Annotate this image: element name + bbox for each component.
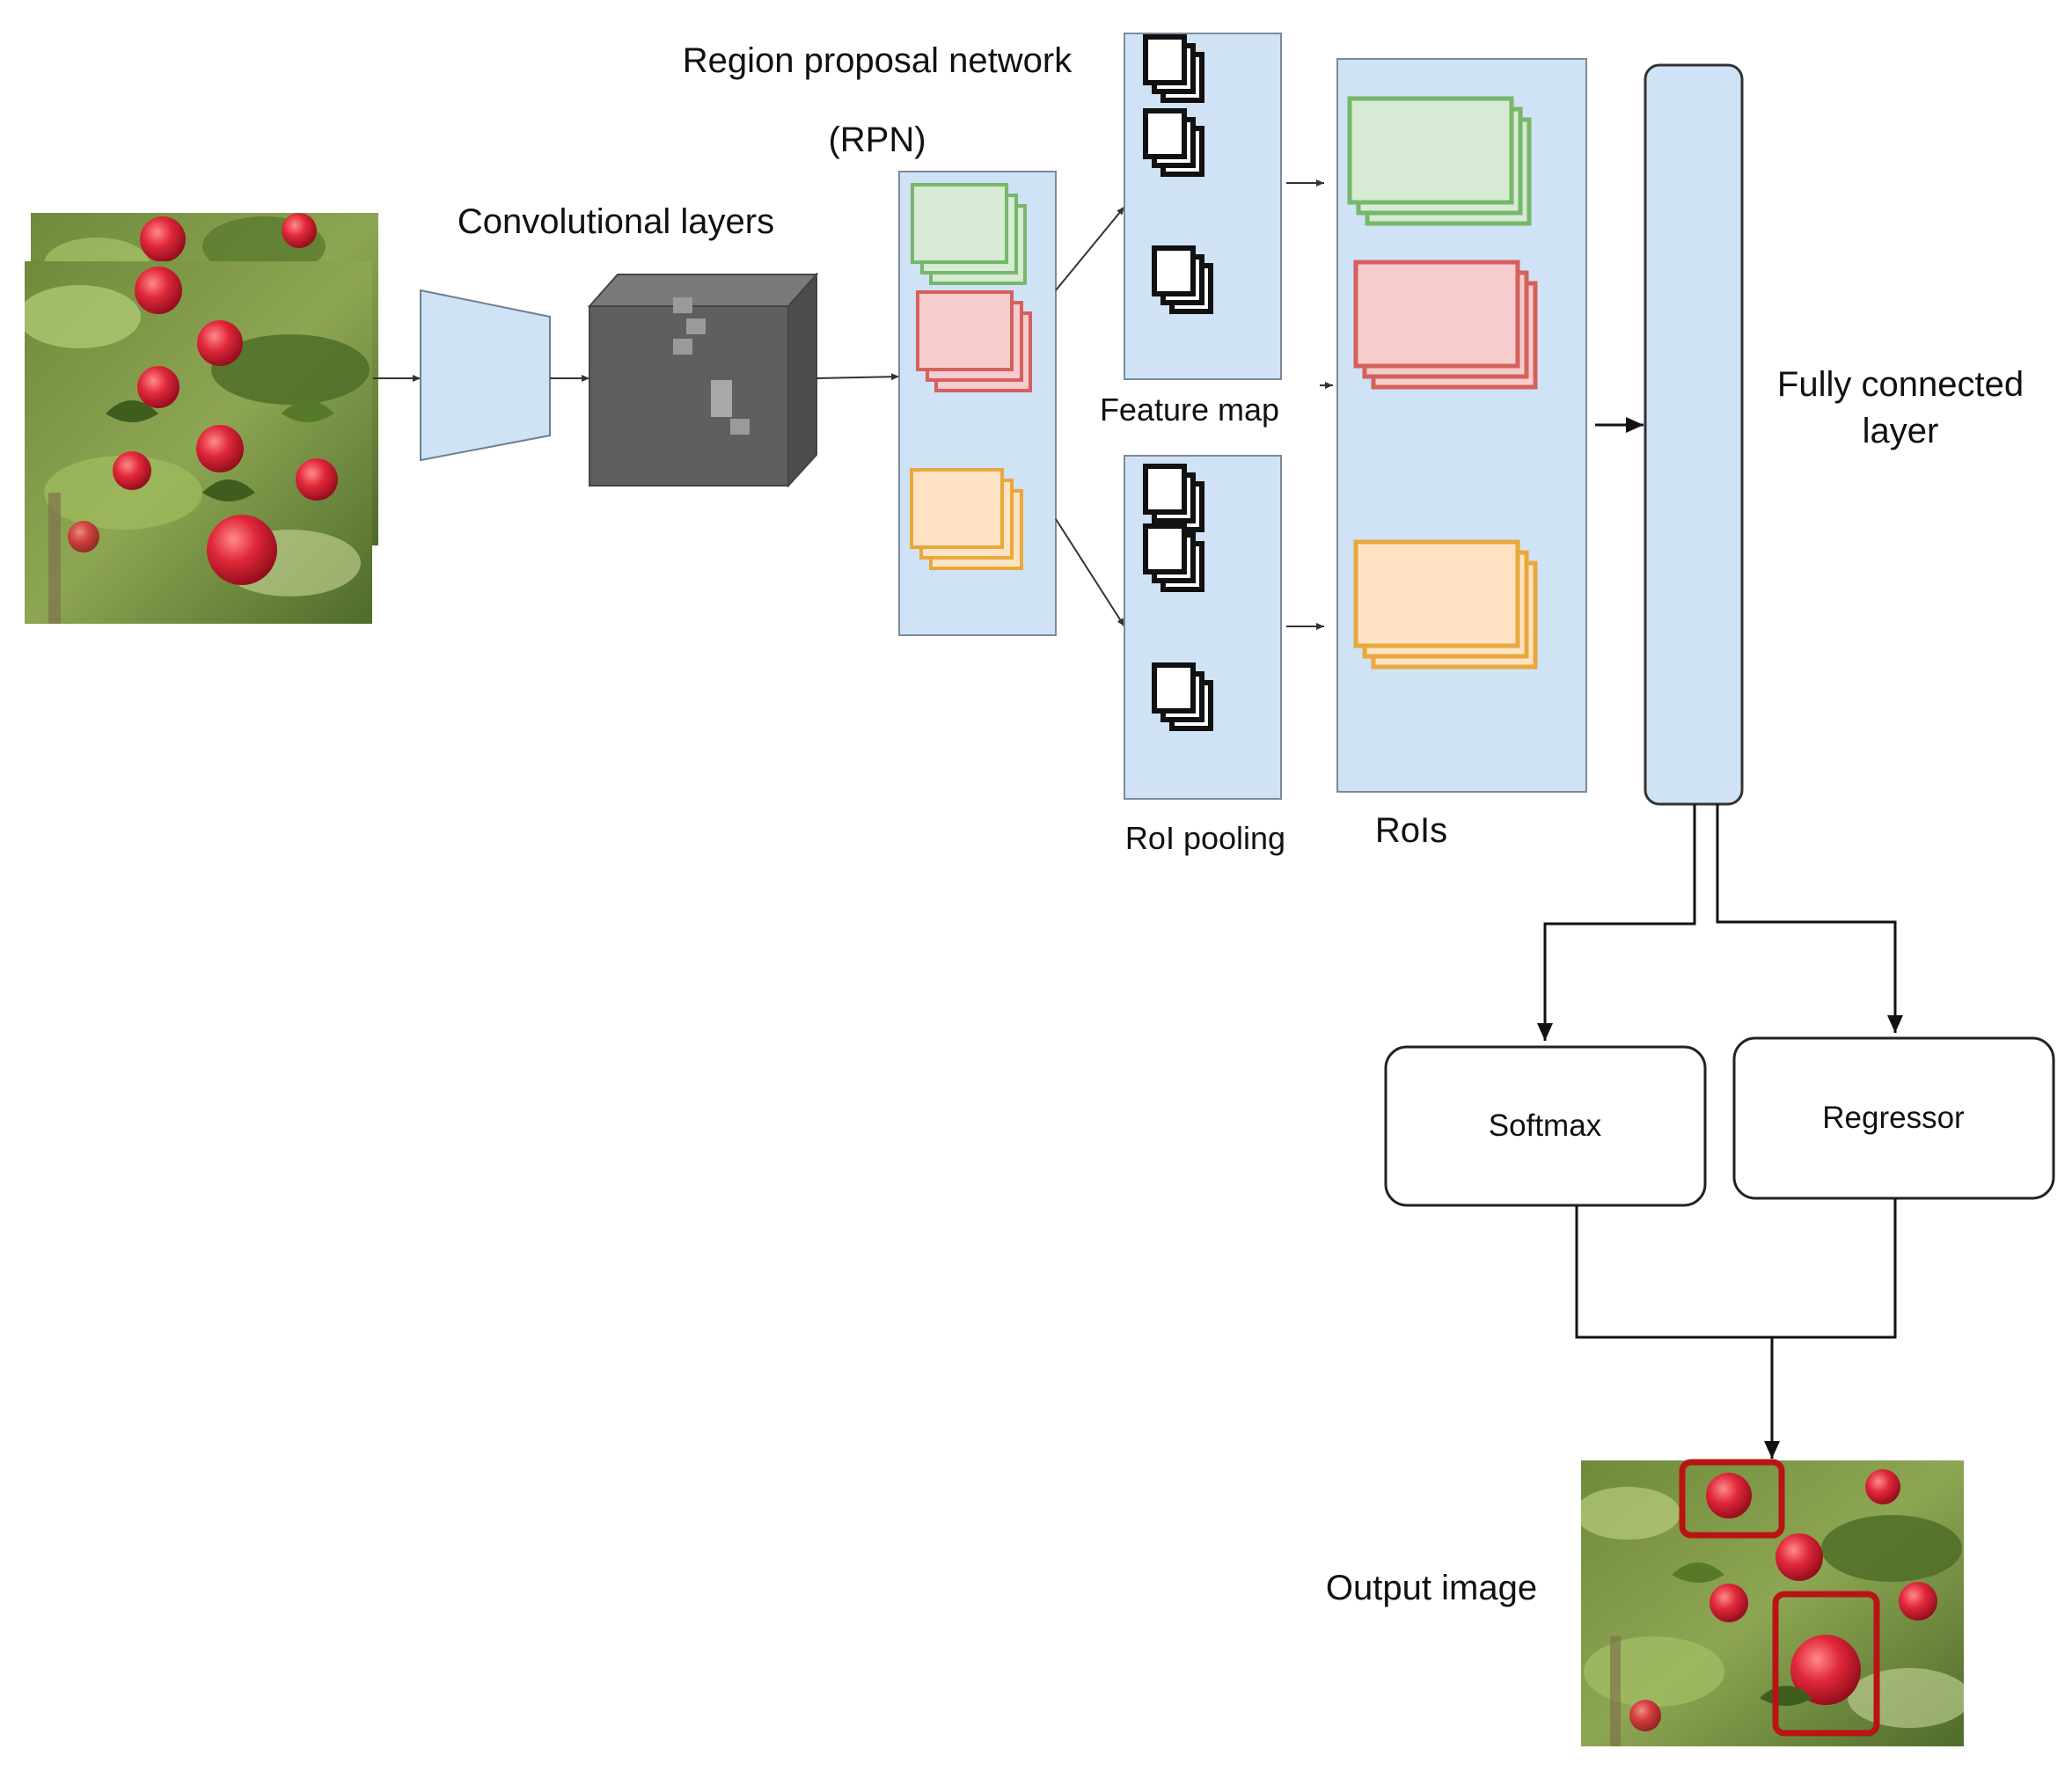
roi-pooling-stack-1 (1143, 464, 1204, 532)
feature-map-panel (1124, 33, 1282, 380)
connector-fc-to-regressor (1716, 804, 1903, 1033)
rois-panel (1336, 58, 1587, 793)
label-convolutional-layers: Convolutional layers (458, 202, 774, 241)
feature-map-stack-2 (1143, 108, 1204, 177)
detection-box-2 (1772, 1591, 1880, 1737)
feature-map-stack-1 (1143, 34, 1204, 103)
rois-orange-stack (1353, 539, 1538, 670)
regressor-label: Regressor (1822, 1101, 1965, 1135)
label-roi-pooling: RoI pooling (1125, 820, 1285, 856)
trapezoid-encoder-icon (420, 289, 551, 462)
output-image (1581, 1459, 1964, 1746)
connector-fc-to-softmax (1537, 804, 1696, 1041)
rpn-panel (898, 171, 1057, 636)
fully-connected-layer-bar (1644, 63, 1744, 806)
rpn-orange-proposal-stack (910, 468, 1023, 570)
connector-softmax-to-merge (1575, 1205, 1772, 1339)
arrow-rpn-to-roi-pooling (1055, 518, 1125, 627)
roi-pooling-panel (1124, 455, 1282, 800)
input-image (25, 213, 378, 624)
rois-green-stack (1347, 96, 1532, 226)
label-rois: RoIs (1375, 811, 1447, 850)
3d-feature-block-icon (587, 272, 819, 488)
connector-regressor-to-merge (1772, 1198, 1897, 1339)
roi-pooling-stack-2 (1143, 523, 1204, 592)
input-image-front (25, 261, 372, 624)
rpn-red-proposal-stack (916, 290, 1032, 392)
arrow-rpn-to-feature-map (1055, 206, 1125, 291)
roi-pooling-stack-3 (1152, 662, 1213, 731)
label-rpn: (RPN) (828, 121, 926, 159)
label-fully-connected-layer: layer (1863, 412, 1939, 450)
arrow-conv-to-rpn (816, 373, 900, 381)
label-output-image: Output image (1326, 1569, 1537, 1607)
softmax-label: Softmax (1489, 1109, 1602, 1143)
label-feature-map: Feature map (1100, 392, 1279, 428)
label-fully-connected: Fully connected (1777, 365, 2024, 404)
label-region-proposal-network: Region proposal network (683, 41, 1073, 80)
feature-map-stack-3 (1152, 245, 1213, 314)
softmax-box (1384, 1045, 1707, 1207)
detection-box-1 (1679, 1459, 1785, 1539)
rois-red-stack (1353, 260, 1538, 390)
rpn-green-proposal-stack (911, 183, 1027, 285)
